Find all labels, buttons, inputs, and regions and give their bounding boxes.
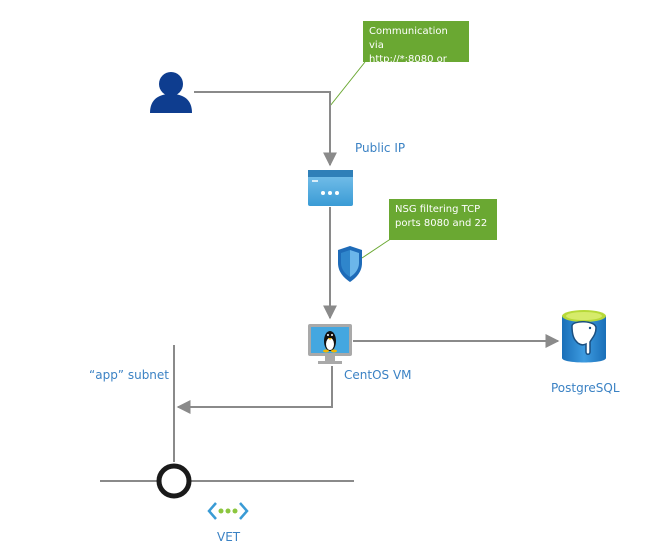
- vnet-icon: [207, 502, 249, 520]
- nsg-callout: NSG filtering TCP ports 8080 and 22: [389, 199, 497, 240]
- vm-to-subnet-connector: [176, 366, 333, 414]
- communication-callout: Communication via http://*:8080 or ssh: [363, 21, 469, 79]
- vnet-label: VET: [217, 530, 241, 544]
- linux-vm-icon: [308, 324, 352, 364]
- communication-callout-leader: [329, 61, 366, 107]
- shield-icon: [338, 246, 362, 282]
- vm-label: CentOS VM: [344, 368, 412, 382]
- subnet-ring-icon: [156, 463, 192, 499]
- user-to-public-ip-connector: [194, 91, 337, 167]
- public-ip-icon: [308, 170, 353, 206]
- subnet-label: “app” subnet: [89, 368, 170, 382]
- public-ip-label: Public IP: [355, 141, 406, 155]
- database-label: PostgreSQL: [551, 381, 620, 395]
- nsg-callout-leader: [361, 237, 393, 259]
- postgresql-icon: [562, 310, 606, 363]
- user-icon: [150, 72, 192, 113]
